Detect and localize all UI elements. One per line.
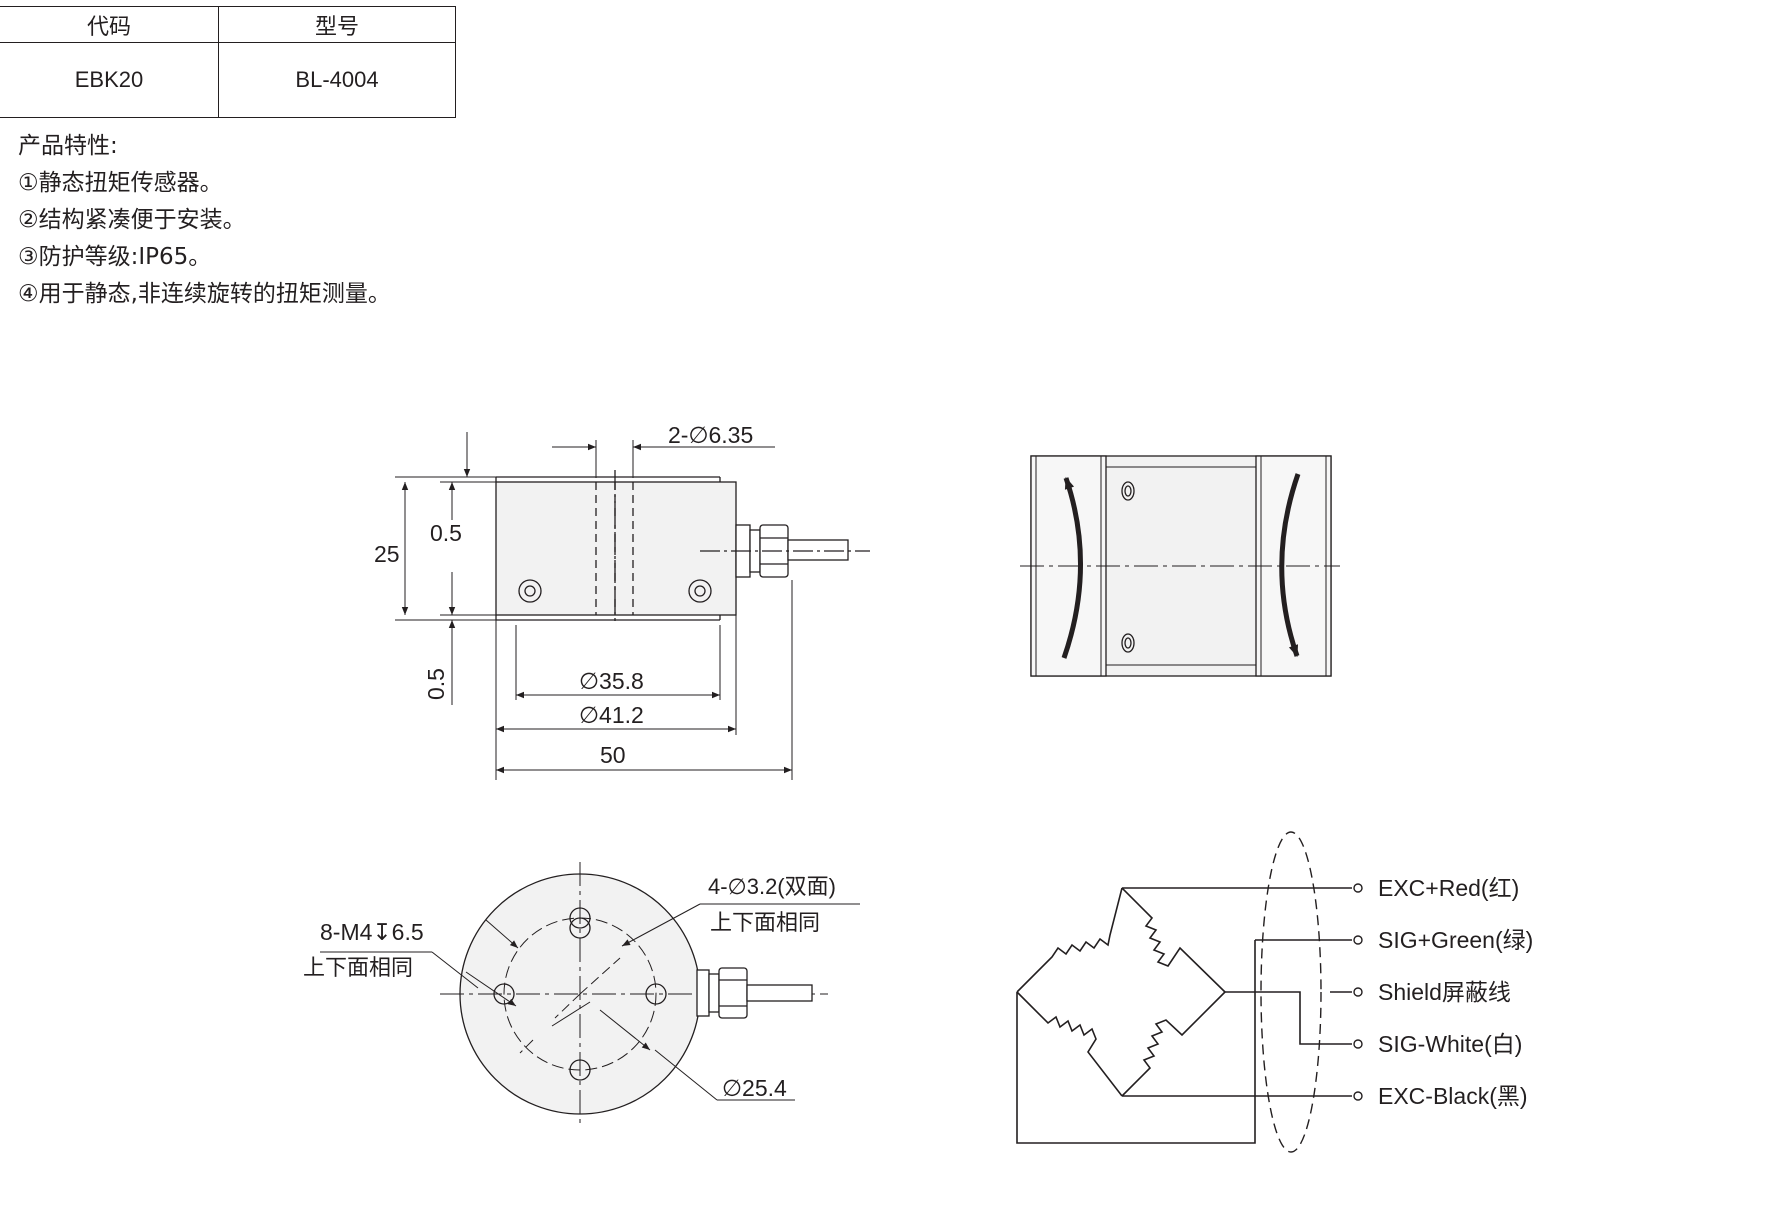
top-view xyxy=(1020,455,1340,677)
wiring-labels: EXC+Red(红) SIG+Green(绿) Shield屏蔽线 SIG-Wh… xyxy=(1378,875,1533,1109)
cable-connector xyxy=(696,967,813,1019)
product-features: 产品特性: ①静态扭矩传感器。 ②结构紧凑便于安装。 ③防护等级:IP65。 ④… xyxy=(18,128,391,313)
dim-thread-label: 8-M4↧6.5 xyxy=(320,919,424,945)
resistor-icon xyxy=(1121,887,1226,993)
dim-step-bottom-label: 0.5 xyxy=(423,668,449,700)
wiring-diagram xyxy=(1016,831,1363,1153)
terminal-icon xyxy=(1353,935,1363,945)
dim-length-label: 50 xyxy=(600,742,626,768)
mount-hole-icon xyxy=(1121,633,1135,653)
terminal-icon xyxy=(1353,883,1363,893)
side-view xyxy=(395,432,870,780)
table-header-row: 代码 型号 xyxy=(0,6,456,43)
table-row: EBK20 BL-4004 xyxy=(0,42,456,118)
wire-label: SIG-White(白) xyxy=(1378,1031,1522,1057)
features-title: 产品特性: xyxy=(18,133,118,159)
feature-item: ①静态扭矩传感器。 xyxy=(18,170,223,196)
dim-holes-label: 4-∅3.2(双面) xyxy=(708,874,836,899)
wire-label: Shield屏蔽线 xyxy=(1378,979,1511,1005)
header-model: 型号 xyxy=(218,6,456,43)
resistor-icon xyxy=(1121,991,1226,1097)
wire-label: SIG+Green(绿) xyxy=(1378,927,1533,953)
feature-item: ④用于静态,非连续旋转的扭矩测量。 xyxy=(18,281,391,307)
dim-d2-label: ∅41.2 xyxy=(579,702,644,728)
front-view-labels: 8-M4↧6.5 上下面相同 4-∅3.2(双面) 上下面相同 ∅25.4 xyxy=(303,874,836,1101)
terminal-icon xyxy=(1353,987,1363,997)
rotation-arrow-icon xyxy=(1279,473,1301,658)
wire-label: EXC-Black(黑) xyxy=(1378,1083,1528,1109)
mount-hole-icon xyxy=(1121,481,1135,501)
resistor-icon xyxy=(1016,887,1123,993)
wire-label: EXC+Red(红) xyxy=(1378,875,1519,901)
dim-d1-label: ∅35.8 xyxy=(579,668,644,694)
header-code: 代码 xyxy=(0,6,219,43)
front-view xyxy=(320,862,860,1126)
dim-height-label: 25 xyxy=(374,541,400,567)
feature-item: ②结构紧凑便于安装。 xyxy=(18,207,246,233)
shield-ellipse xyxy=(1260,831,1322,1153)
resistor-icon xyxy=(1016,991,1123,1097)
side-view-labels: 2-∅6.35 25 0.5 0.5 ∅35.8 ∅41.2 50 xyxy=(374,422,753,768)
cell-model: BL-4004 xyxy=(218,42,456,118)
terminal-icon xyxy=(1353,1091,1363,1101)
spec-table: 代码 型号 EBK20 BL-4004 xyxy=(0,6,456,118)
cell-code: EBK20 xyxy=(0,42,219,118)
terminal-icon xyxy=(1353,1039,1363,1049)
thread-note-label: 上下面相同 xyxy=(303,955,413,980)
dim-pcd-label: ∅25.4 xyxy=(722,1075,787,1101)
dim-hole-label: 2-∅6.35 xyxy=(668,422,753,448)
rotation-arrow-icon xyxy=(1061,476,1083,659)
screw-icon xyxy=(688,579,712,603)
feature-item: ③防护等级:IP65。 xyxy=(18,244,212,270)
holes-note-label: 上下面相同 xyxy=(710,910,820,935)
screw-icon xyxy=(518,579,542,603)
dim-step-top-label: 0.5 xyxy=(430,520,462,546)
